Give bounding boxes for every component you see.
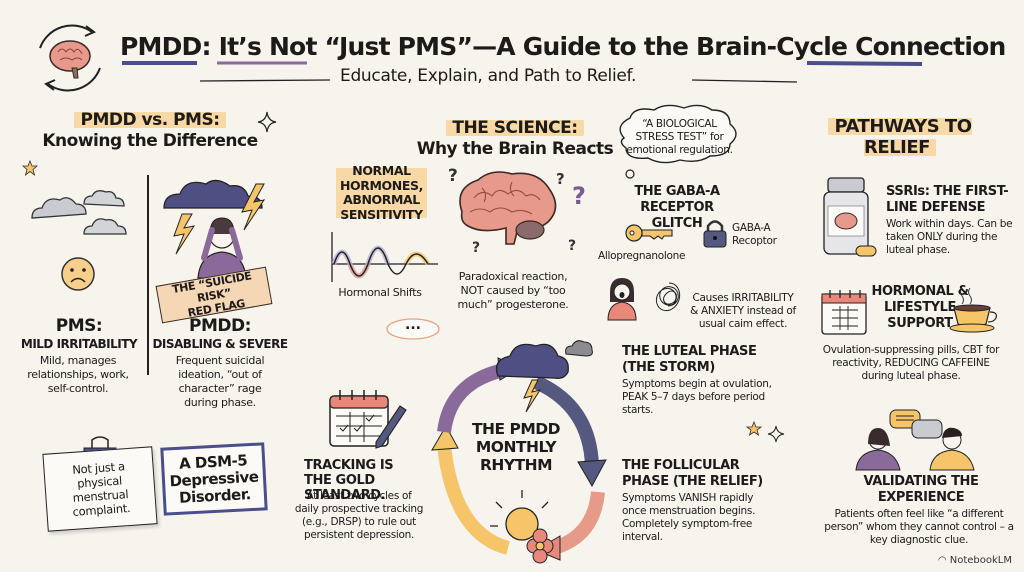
notebooklm-credit: ◠ NotebookLM [938,555,1012,566]
speech-bubble-shape [386,318,440,340]
sad-face-icon [61,257,95,291]
speech-bubble-dots: ... [405,317,421,333]
science-heading-line1: THE SCIENCE: [446,118,584,138]
follicular-phase-body: Symptoms VANISH rapidly once menstruatio… [622,492,756,543]
dsm5-text: A DSM-5 Depressive Disorder. [169,450,259,507]
star-icon [21,159,39,177]
gaba-title: THE GABA-A RECEPTOR GLITCH [634,184,720,231]
key-label: Allopregnanolone [598,250,686,262]
gray-clouds-icon [31,190,127,235]
follicular-phase-title: THE FOLLICULAR PHASE (THE RELIEF) [622,458,763,489]
page-title: PMDD: It’s Not “Just PMS”—A Guide to the… [120,32,1006,61]
page-subtitle: Educate, Explain, and Path to Relief. [340,66,637,86]
arrow-storm-to-luteal [532,375,599,467]
sticky-note: Not just a physical menstrual complaint. [42,446,158,532]
sparkle-icon [257,111,277,133]
relief-heading-text: PATHWAYS TO RELIEF [828,116,972,158]
ssri-body: Work within days. Can be taken ONLY duri… [886,218,1013,256]
lightning-icon [523,379,542,413]
science-heading-line2: Why the Brain Reacts [416,139,614,159]
flower-icon [526,528,554,564]
storm-woman-icon [163,179,266,279]
validating-title: VALIDATING THE EXPERIENCE [863,474,979,505]
arrow-relief-to-rising [437,445,511,555]
tangled-scribble-icon [655,282,681,312]
comparison-heading-line1: PMDD vs. PMS: [74,110,226,130]
hormone-wave-chart [331,232,438,282]
sensitivity-label: NORMAL HORMONES, ABNORMAL SENSITIVITY [336,162,427,224]
brain-caption: Paradoxical reaction, NOT caused by “too… [457,270,569,311]
stars-icon [745,420,785,443]
comparison-heading: PMDD vs. PMS: Knowing the Difference [30,110,270,152]
cycle-center-label: THE PMDD MONTHLY RHYTHM [471,420,561,474]
sticky-note-text: Not just a physical menstrual complaint. [71,459,131,519]
calendar-pen-icon [329,390,407,449]
lock-icon [703,220,727,248]
subtitle-flourish-right [691,79,798,83]
key-icon [625,224,673,242]
calendar-icon [821,290,867,335]
question-marks-icon: ? [448,166,458,186]
luteal-phase-body: Symptoms begin at ovulation, PEAK 5–7 da… [622,378,772,416]
comparison-heading-line2: Knowing the Difference [42,131,258,151]
screaming-woman-icon [607,278,637,321]
relief-heading: PATHWAYS TO RELIEF [820,116,980,158]
small-cloud-icon [565,340,593,357]
thought-bubble-shape [619,104,737,179]
brain-cycle-logo-icon [39,24,101,92]
brain-icon [459,171,557,245]
conversation-people-icon [855,409,975,471]
arrow-luteal-to-relief [551,491,605,555]
pms-title: PMS: [55,316,103,336]
pmdd-title: PMDD: [189,316,251,336]
question-marks-icon: ? [472,240,481,256]
coffee-cup-icon [949,287,997,333]
lock-label: GABA-A Recoptor [732,222,777,247]
question-marks-icon: ? [556,170,565,188]
hormonal-shifts-caption: Hormonal Shifts [338,286,422,299]
pms-description: Mild, manages relationships, work, self-… [27,354,129,395]
ssri-title: SSRIs: THE FIRST-LINE DEFENSE [886,184,1009,215]
hormonal-body: Ovulation-suppressing pills, CBT for rea… [822,344,1000,382]
pms-title-block: PMS: MILD IRRITABILITY [14,318,144,353]
notebooklm-logo-icon: ◠ [937,555,950,566]
cycle-diagram [431,340,607,564]
question-marks-icon: ? [572,182,586,210]
subtitle-flourish-left [199,79,331,82]
science-heading: THE SCIENCE: Why the Brain Reacts [410,118,620,160]
pmdd-subtitle: DISABLING & SEVERE [152,337,288,351]
pms-subtitle: MILD IRRITABILITY [20,337,138,351]
pill-bottle-icon [823,177,877,257]
sun-icon [505,507,539,541]
luteal-phase-title: THE LUTEAL PHASE (THE STORM) [622,344,757,375]
tracking-title: TRACKING IS THE GOLD STANDARD. [304,458,394,503]
dsm5-box: A DSM-5 Depressive Disorder. [160,442,268,516]
storm-cloud-icon [495,343,569,380]
arrow-rising-to-storm [437,363,506,434]
comparison-divider [147,175,149,375]
tracking-body: At least two cycles of daily prospective… [294,490,424,541]
pmdd-description: Frequent suicidal ideation, “out of char… [175,354,265,409]
title-underline [122,61,923,66]
question-marks-icon: ? [568,238,577,254]
pmdd-title-block: PMDD: DISABLING & SEVERE [150,318,290,353]
hormonal-title: HORMONAL & LIFESTYLE SUPPORT [871,284,969,331]
sensitivity-label-text: NORMAL HORMONES, ABNORMAL SENSITIVITY [336,162,427,224]
gaba-effect-text: Causes IRRITABILITY & ANXIETY instead of… [690,292,796,330]
validating-body: Patients often feel like “a different pe… [824,508,1014,546]
thought-bubble-text: “A BIOLOGICAL STRESS TEST” for emotional… [626,118,733,156]
credit-text: NotebookLM [949,555,1012,566]
